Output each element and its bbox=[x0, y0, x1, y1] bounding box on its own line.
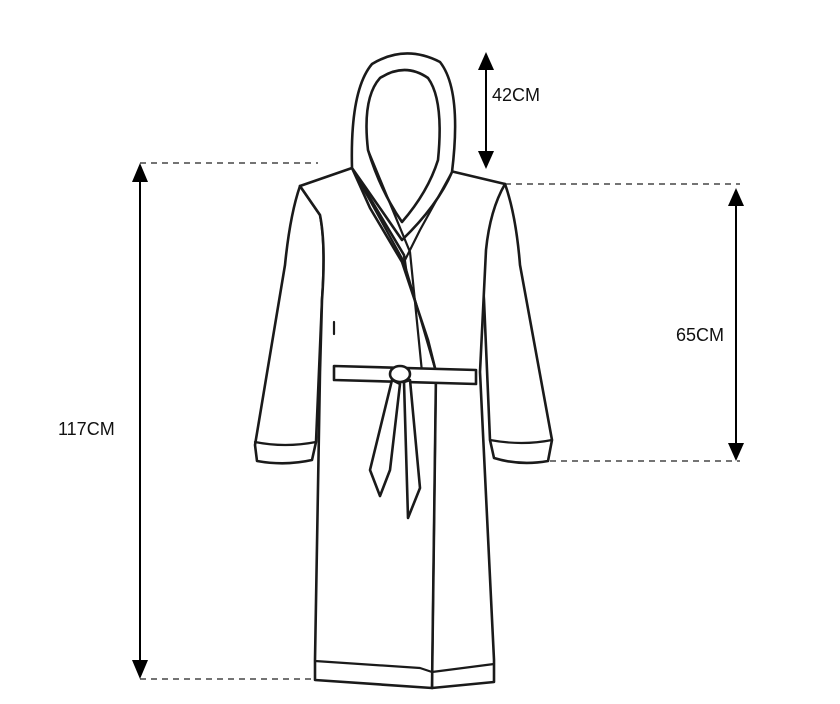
bathrobe-illustration bbox=[253, 52, 554, 690]
left-sleeve bbox=[253, 184, 325, 465]
right-sleeve bbox=[481, 182, 554, 465]
hood-arrow-head-top bbox=[478, 52, 494, 70]
length-measurement-label: 117CM bbox=[58, 419, 115, 439]
length-arrow bbox=[132, 163, 148, 679]
sleeve-arrow-head-bottom bbox=[728, 443, 744, 461]
length-arrow-head-top bbox=[132, 163, 148, 182]
belt-tie-right bbox=[402, 378, 422, 520]
sleeve-arrow bbox=[728, 188, 744, 461]
right-cuff-line bbox=[488, 438, 554, 445]
sleeve-measurement-label: 65CM bbox=[676, 325, 725, 345]
back-hem-line bbox=[430, 662, 496, 674]
belt-tie-left bbox=[368, 378, 402, 498]
belt-knot bbox=[388, 364, 412, 384]
hood-measurement-label: 42CM bbox=[492, 85, 541, 105]
lapel-outer bbox=[350, 166, 438, 690]
sleeve-arrow-head-top bbox=[728, 188, 744, 206]
hood-opening bbox=[365, 68, 441, 224]
hood-arrow-head-bottom bbox=[478, 151, 494, 169]
guide-lines bbox=[140, 162, 740, 680]
lapel-right bbox=[402, 170, 454, 264]
hood-arrow bbox=[478, 52, 494, 169]
front-hem-line bbox=[313, 659, 434, 674]
length-arrow-head-bottom bbox=[132, 660, 148, 679]
left-cuff-line bbox=[253, 440, 318, 447]
